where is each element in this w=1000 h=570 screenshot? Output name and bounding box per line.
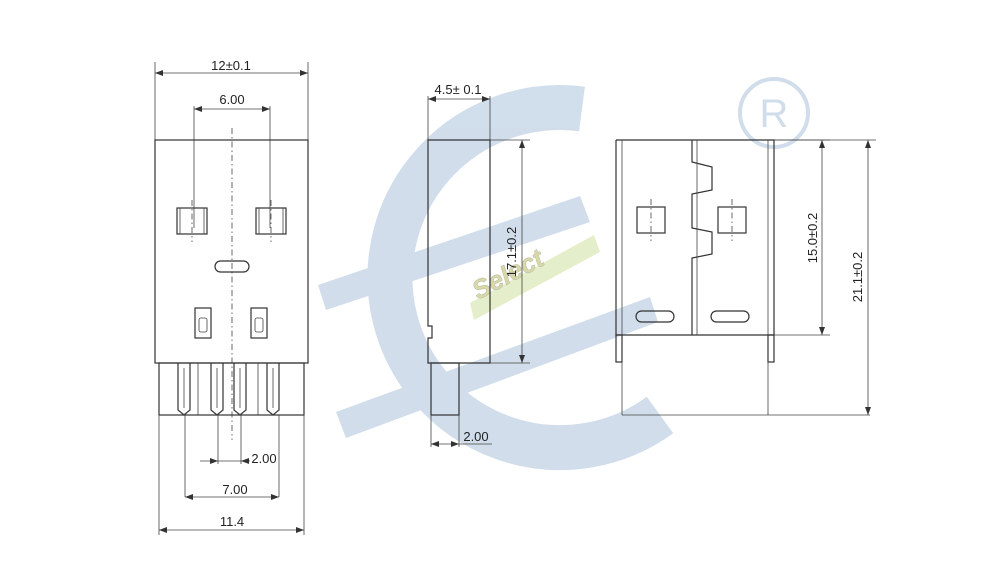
side-tail [430, 362, 460, 416]
front-window-left [176, 207, 208, 235]
back-slot-right [710, 310, 750, 323]
front-pin-housing [158, 362, 305, 416]
front-tab-left [194, 307, 212, 339]
pin [210, 363, 224, 416]
watermark-band-green [470, 235, 600, 320]
back-view: 15.0±0.2 21.1±0.2 [615, 139, 876, 416]
dim-front-outer-pins: 7.00 [222, 482, 247, 497]
watermark-band-top [318, 196, 590, 310]
back-window-right [717, 206, 747, 234]
pin [233, 363, 247, 416]
front-view: 12±0.1 6.00 [154, 58, 309, 535]
back-leg-right [767, 334, 775, 363]
side-body [427, 139, 491, 364]
side-view: 4.5± 0.1 17.1±0.2 2.00 [427, 82, 530, 447]
dim-back-body-height: 15.0±0.2 [805, 213, 820, 264]
watermark-band-bottom [336, 297, 658, 438]
registered-mark-letter: R [760, 92, 789, 136]
front-pins [177, 363, 280, 416]
dim-side-height: 17.1±0.2 [504, 227, 519, 278]
back-leg-left [615, 334, 623, 363]
dim-back-overall-height: 21.1±0.2 [850, 252, 865, 303]
dim-front-pitch: 2.00 [251, 451, 276, 466]
back-slot-left [635, 310, 675, 323]
pin [177, 363, 191, 416]
pin [266, 363, 280, 416]
dim-front-overall-pins: 11.4 [220, 514, 244, 529]
front-slot [214, 260, 250, 273]
watermark-ring [367, 85, 674, 471]
dim-front-width: 12±0.1 [211, 58, 251, 73]
dim-side-tail: 2.00 [463, 429, 488, 444]
back-window-left [636, 206, 666, 234]
front-body [154, 139, 309, 364]
watermark-logo: Select R [318, 77, 810, 471]
front-tab-right [250, 307, 268, 339]
dim-front-inner: 6.00 [219, 92, 244, 107]
front-window-right [255, 207, 287, 235]
dim-side-thickness: 4.5± 0.1 [435, 82, 482, 97]
